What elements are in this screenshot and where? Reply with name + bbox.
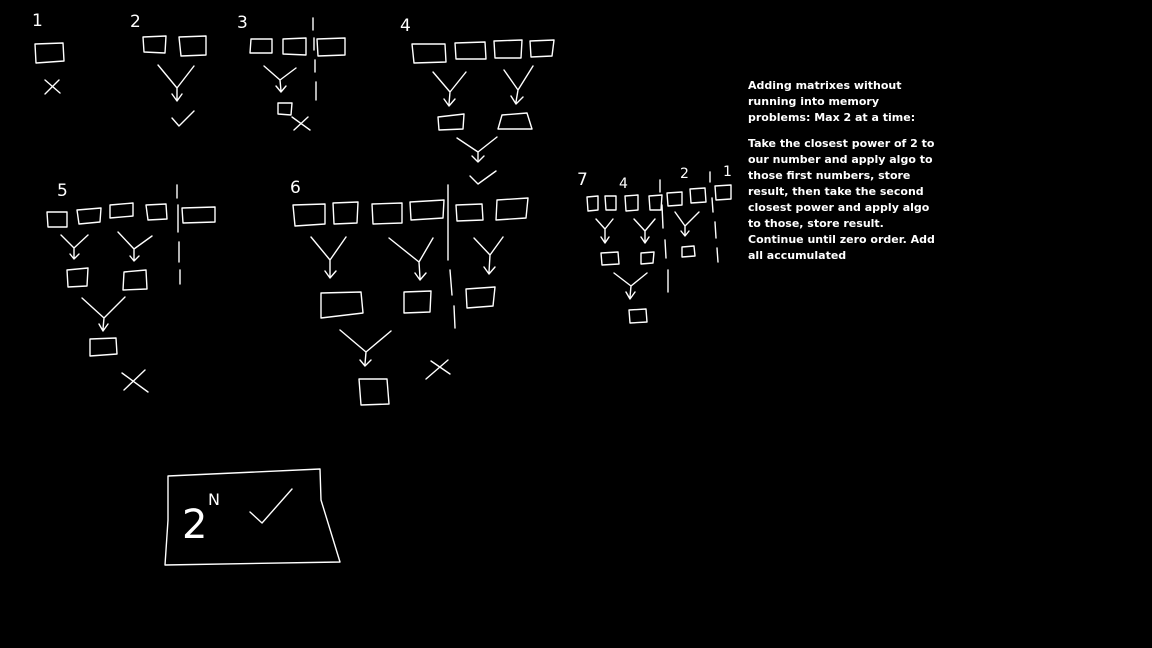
fail-cross-icon: [121, 369, 149, 393]
fail-cross-icon: [44, 79, 61, 95]
case-4-diagram: [411, 39, 555, 185]
note-heading: Adding matrixes without running into mem…: [748, 79, 916, 124]
case-4-label: 4: [400, 16, 411, 36]
success-check-icon: [249, 488, 293, 524]
fail-cross-icon: [425, 359, 451, 380]
power-of-two-box: 2 N: [164, 468, 341, 566]
note-body: Take the closest power of 2 to our numbe…: [748, 137, 935, 262]
case-1-label: 1: [32, 11, 43, 31]
fail-cross-icon: [291, 116, 311, 131]
case-6-diagram: [292, 184, 529, 406]
case-3-label: 3: [237, 13, 248, 33]
case-7-label: 7: [577, 170, 588, 190]
formula-base: 2: [182, 502, 207, 548]
case-2-diagram: [142, 35, 207, 127]
case-7-power-2-label: 2: [680, 166, 689, 182]
case-5-label: 5: [57, 181, 68, 201]
case-7-power-1-label: 1: [723, 164, 732, 180]
case-7-diagram: [586, 171, 732, 324]
case-2-label: 2: [130, 12, 141, 32]
success-check-icon: [171, 110, 195, 127]
case-7-power-4-label: 4: [619, 176, 628, 192]
case-3-diagram: [249, 17, 346, 131]
explanation-note: Adding matrixes without running into mem…: [748, 78, 938, 274]
case-6-label: 6: [290, 178, 301, 198]
success-check-icon: [469, 170, 497, 185]
case-5-diagram: [46, 184, 216, 393]
case-1-diagram: [34, 42, 65, 95]
formula-exponent: N: [208, 490, 220, 509]
